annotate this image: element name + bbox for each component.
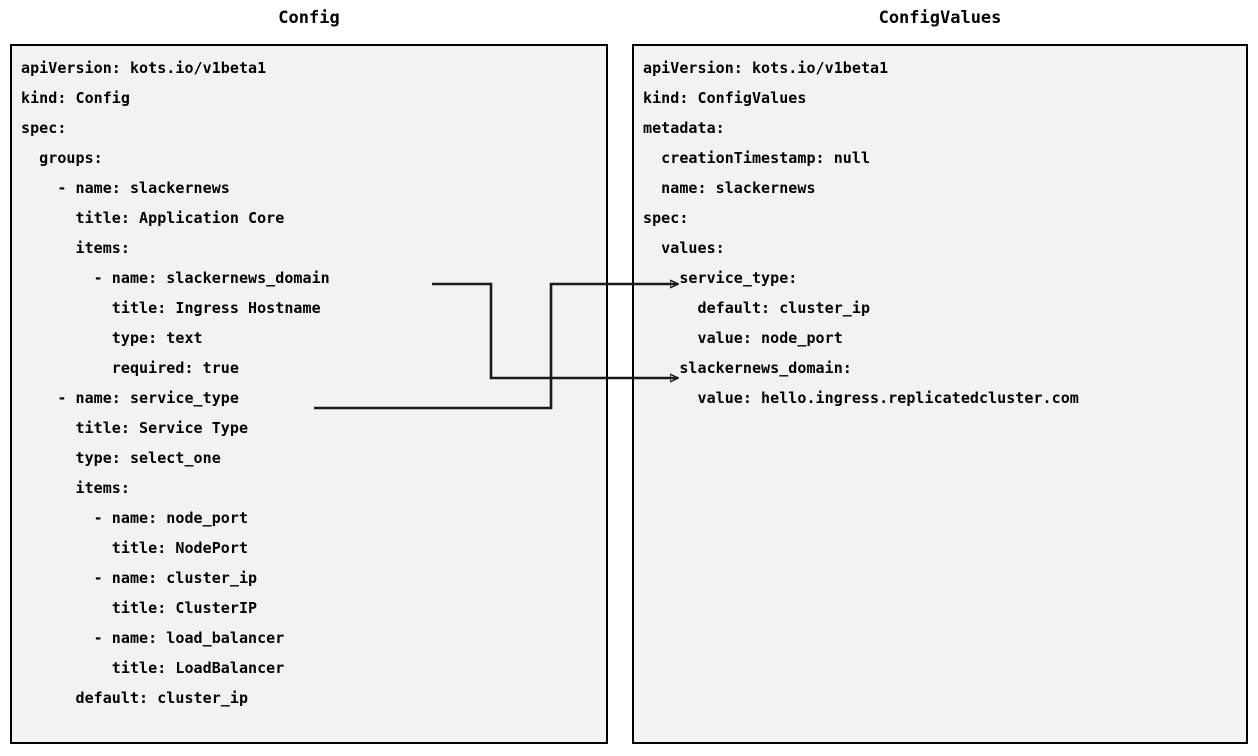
configvalues-yaml-text: apiVersion: kots.io/v1beta1 kind: Config… — [643, 59, 1079, 407]
configvalues-panel-title: ConfigValues — [878, 8, 1002, 28]
configvalues-panel: apiVersion: kots.io/v1beta1 kind: Config… — [632, 44, 1248, 744]
config-panel: apiVersion: kots.io/v1beta1 kind: Config… — [10, 44, 608, 744]
config-panel-title: Config — [278, 8, 340, 28]
config-yaml-text: apiVersion: kots.io/v1beta1 kind: Config… — [21, 59, 330, 707]
